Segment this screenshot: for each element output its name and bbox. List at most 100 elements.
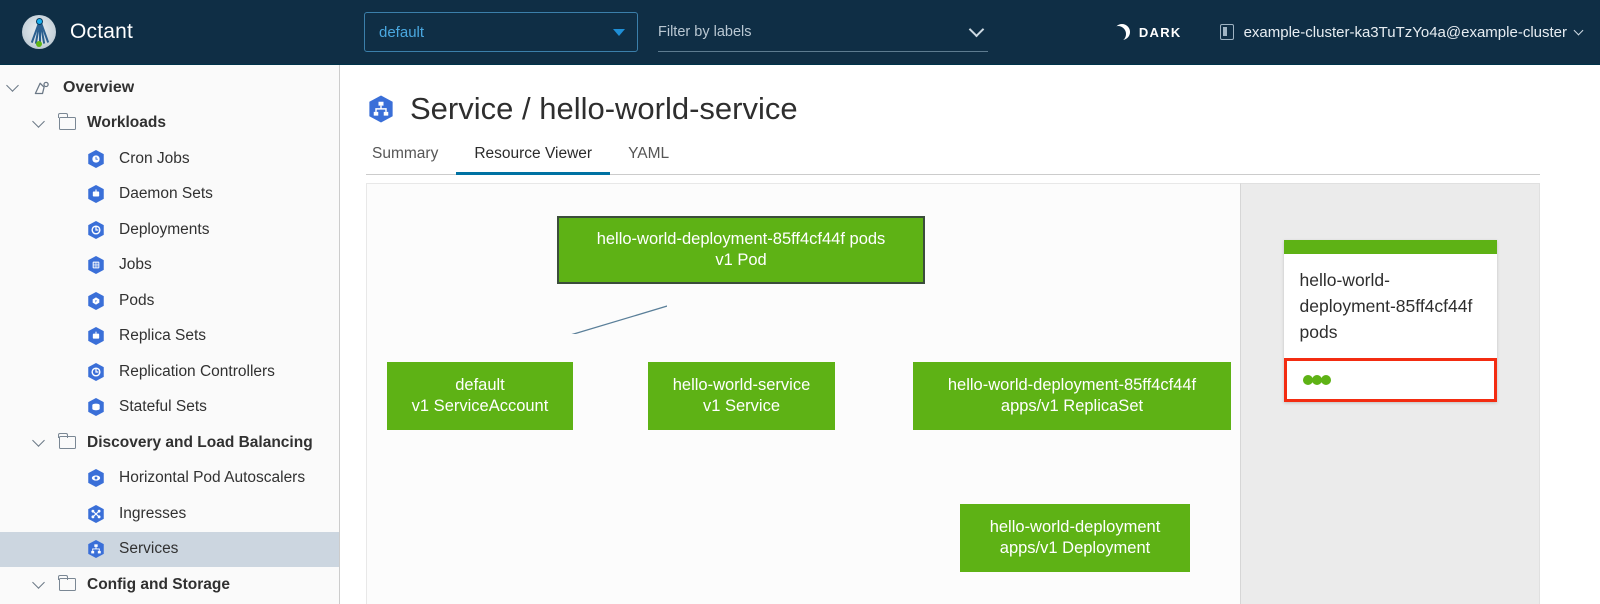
- graph-node-sa[interactable]: default v1 ServiceAccount: [387, 362, 573, 430]
- label-filter-placeholder: Filter by labels: [658, 23, 752, 40]
- chevron-down-icon[interactable]: [6, 79, 19, 93]
- sidebar-item-label: Config and Storage: [87, 575, 230, 593]
- ingress-icon: [86, 504, 106, 524]
- namespace-select[interactable]: default: [364, 12, 638, 52]
- pod-status-dots: [1302, 375, 1331, 385]
- chevron-down-icon[interactable]: [32, 114, 45, 128]
- sidebar-item-jobs[interactable]: Jobs: [0, 248, 339, 284]
- graph-node-kind: apps/v1 Deployment: [999, 539, 1151, 557]
- octant-logo-icon: [22, 15, 56, 49]
- graph-node-deploy[interactable]: hello-world-deployment apps/v1 Deployment: [960, 504, 1190, 572]
- chevron-down-icon: [968, 21, 985, 37]
- chevron-down-icon[interactable]: [32, 434, 45, 448]
- resource-viewer: hello-world-deployment-85ff4cf44f pods v1…: [366, 183, 1540, 604]
- sidebar-item-label: Jobs: [119, 256, 152, 274]
- graph-node-kind: apps/v1 ReplicaSet: [1000, 397, 1144, 415]
- overview-icon: [33, 80, 52, 96]
- tab-summary[interactable]: Summary: [372, 145, 439, 162]
- graph-node-name: default: [455, 376, 505, 394]
- graph-node-kind: v1 Service: [702, 397, 780, 415]
- replicationcontroller-icon: [86, 362, 106, 382]
- sidebar-item-label: Ingresses: [119, 504, 187, 522]
- sidebar-item-label: Pods: [119, 291, 155, 309]
- sidebar-item-discovery-and-load-balancing[interactable]: Discovery and Load Balancing: [0, 425, 339, 461]
- sidebar-item-label: Stateful Sets: [119, 398, 207, 416]
- statefulset-icon: [86, 397, 106, 417]
- sidebar-item-horizontal-pod-autoscalers[interactable]: Horizontal Pod Autoscalers: [0, 461, 339, 497]
- cluster-context-selector[interactable]: example-cluster-ka3TuTzYo4a@example-clus…: [1219, 23, 1584, 41]
- svg-text:P: P: [95, 299, 98, 303]
- sidebar-item-overview[interactable]: Overview: [0, 70, 339, 106]
- status-dot: [1320, 375, 1331, 385]
- sidebar-item-services[interactable]: Services: [0, 531, 339, 567]
- graph-node-pod[interactable]: hello-world-deployment-85ff4cf44f pods v1…: [557, 216, 925, 284]
- service-icon: [366, 94, 396, 124]
- graph-node-svc[interactable]: hello-world-service v1 Service: [648, 362, 835, 430]
- page-title: Service / hello-world-service: [366, 91, 1600, 127]
- status-dot: [1311, 375, 1322, 385]
- tab-yaml[interactable]: YAML: [628, 145, 670, 162]
- graph-node-name: hello-world-service: [672, 376, 811, 394]
- folder-icon: [58, 432, 76, 450]
- moon-icon: [1114, 24, 1130, 40]
- sidebar-item-label: Overview: [63, 78, 135, 96]
- detail-card[interactable]: hello-world-deployment-85ff4cf44f pods: [1283, 240, 1497, 402]
- sidebar-item-stateful-sets[interactable]: Stateful Sets: [0, 390, 339, 426]
- chevron-down-icon[interactable]: [32, 576, 45, 590]
- detail-card-title: hello-world-deployment-85ff4cf44f pods: [1299, 270, 1473, 342]
- hpa-icon: [86, 468, 106, 488]
- job-icon: [86, 255, 106, 275]
- tab-resource-viewer[interactable]: Resource Viewer: [456, 145, 610, 175]
- sidebar-item-label: Workloads: [87, 114, 166, 132]
- detail-card-status-row[interactable]: [1283, 358, 1497, 402]
- sidebar-item-label: Horizontal Pod Autoscalers: [119, 469, 306, 487]
- top-header: Octant default Filter by labels DARK exa…: [0, 0, 1600, 65]
- sidebar-item-label: Replica Sets: [119, 327, 207, 345]
- sidebar-item-daemon-sets[interactable]: Daemon Sets: [0, 177, 339, 213]
- resource-graph-canvas[interactable]: hello-world-deployment-85ff4cf44f pods v1…: [366, 183, 1240, 604]
- graph-node-name: hello-world-deployment-85ff4cf44f: [947, 376, 1197, 394]
- graph-node-rs[interactable]: hello-world-deployment-85ff4cf44f apps/v1…: [913, 362, 1231, 430]
- cluster-icon: [1219, 24, 1234, 40]
- brand[interactable]: Octant: [0, 15, 340, 49]
- graph-node-kind: v1 Pod: [715, 251, 767, 269]
- chevron-down-icon: [1573, 25, 1584, 35]
- graph-node-kind: v1 ServiceAccount: [411, 397, 549, 415]
- deployment-icon: [86, 220, 106, 240]
- daemonset-icon: [86, 184, 106, 204]
- label-filter-input[interactable]: Filter by labels: [658, 12, 988, 52]
- status-dot: [1302, 375, 1313, 385]
- page-title-text: Service / hello-world-service: [410, 91, 798, 126]
- sidebar-item-label: Deployments: [119, 220, 210, 238]
- header-right-group: DARK example-cluster-ka3TuTzYo4a@example…: [1114, 24, 1600, 41]
- tab-bar: Summary Resource Viewer YAML: [366, 145, 1540, 175]
- sidebar-item-cron-jobs[interactable]: Cron Jobs: [0, 141, 339, 177]
- detail-pane: hello-world-deployment-85ff4cf44f pods: [1240, 183, 1540, 604]
- brand-name: Octant: [70, 20, 134, 43]
- caret-down-icon: [613, 28, 625, 36]
- graph-node-name: hello-world-deployment-85ff4cf44f pods: [596, 230, 886, 248]
- folder-icon: [58, 574, 76, 592]
- detail-card-status-bar: [1283, 240, 1497, 254]
- sidebar-item-label: Services: [119, 540, 179, 558]
- cronjob-icon: [86, 149, 106, 169]
- sidebar-item-config-and-storage[interactable]: Config and Storage: [0, 567, 339, 603]
- sidebar-item-ingresses[interactable]: Ingresses: [0, 496, 339, 532]
- graph-node-name: hello-world-deployment: [989, 518, 1161, 536]
- sidebar-item-replica-sets[interactable]: Replica Sets: [0, 319, 339, 355]
- sidebar-item-pods[interactable]: P Pods: [0, 283, 339, 319]
- namespace-value: default: [379, 23, 425, 41]
- pod-icon: P: [86, 291, 106, 311]
- sidebar-item-label: Cron Jobs: [119, 149, 190, 167]
- sidebar-item-label: Replication Controllers: [119, 362, 275, 380]
- sidebar-item-label: Discovery and Load Balancing: [87, 433, 313, 451]
- cluster-label: example-cluster-ka3TuTzYo4a@example-clus…: [1243, 23, 1567, 41]
- theme-toggle-button[interactable]: DARK: [1114, 24, 1182, 40]
- main-content: Service / hello-world-service Summary Res…: [340, 65, 1600, 604]
- replicaset-icon: [86, 326, 106, 346]
- folder-icon: [58, 113, 76, 130]
- sidebar-item-replication-controllers[interactable]: Replication Controllers: [0, 354, 339, 390]
- sidebar-item-workloads[interactable]: Workloads: [0, 106, 339, 142]
- sidebar-item-deployments[interactable]: Deployments: [0, 212, 339, 248]
